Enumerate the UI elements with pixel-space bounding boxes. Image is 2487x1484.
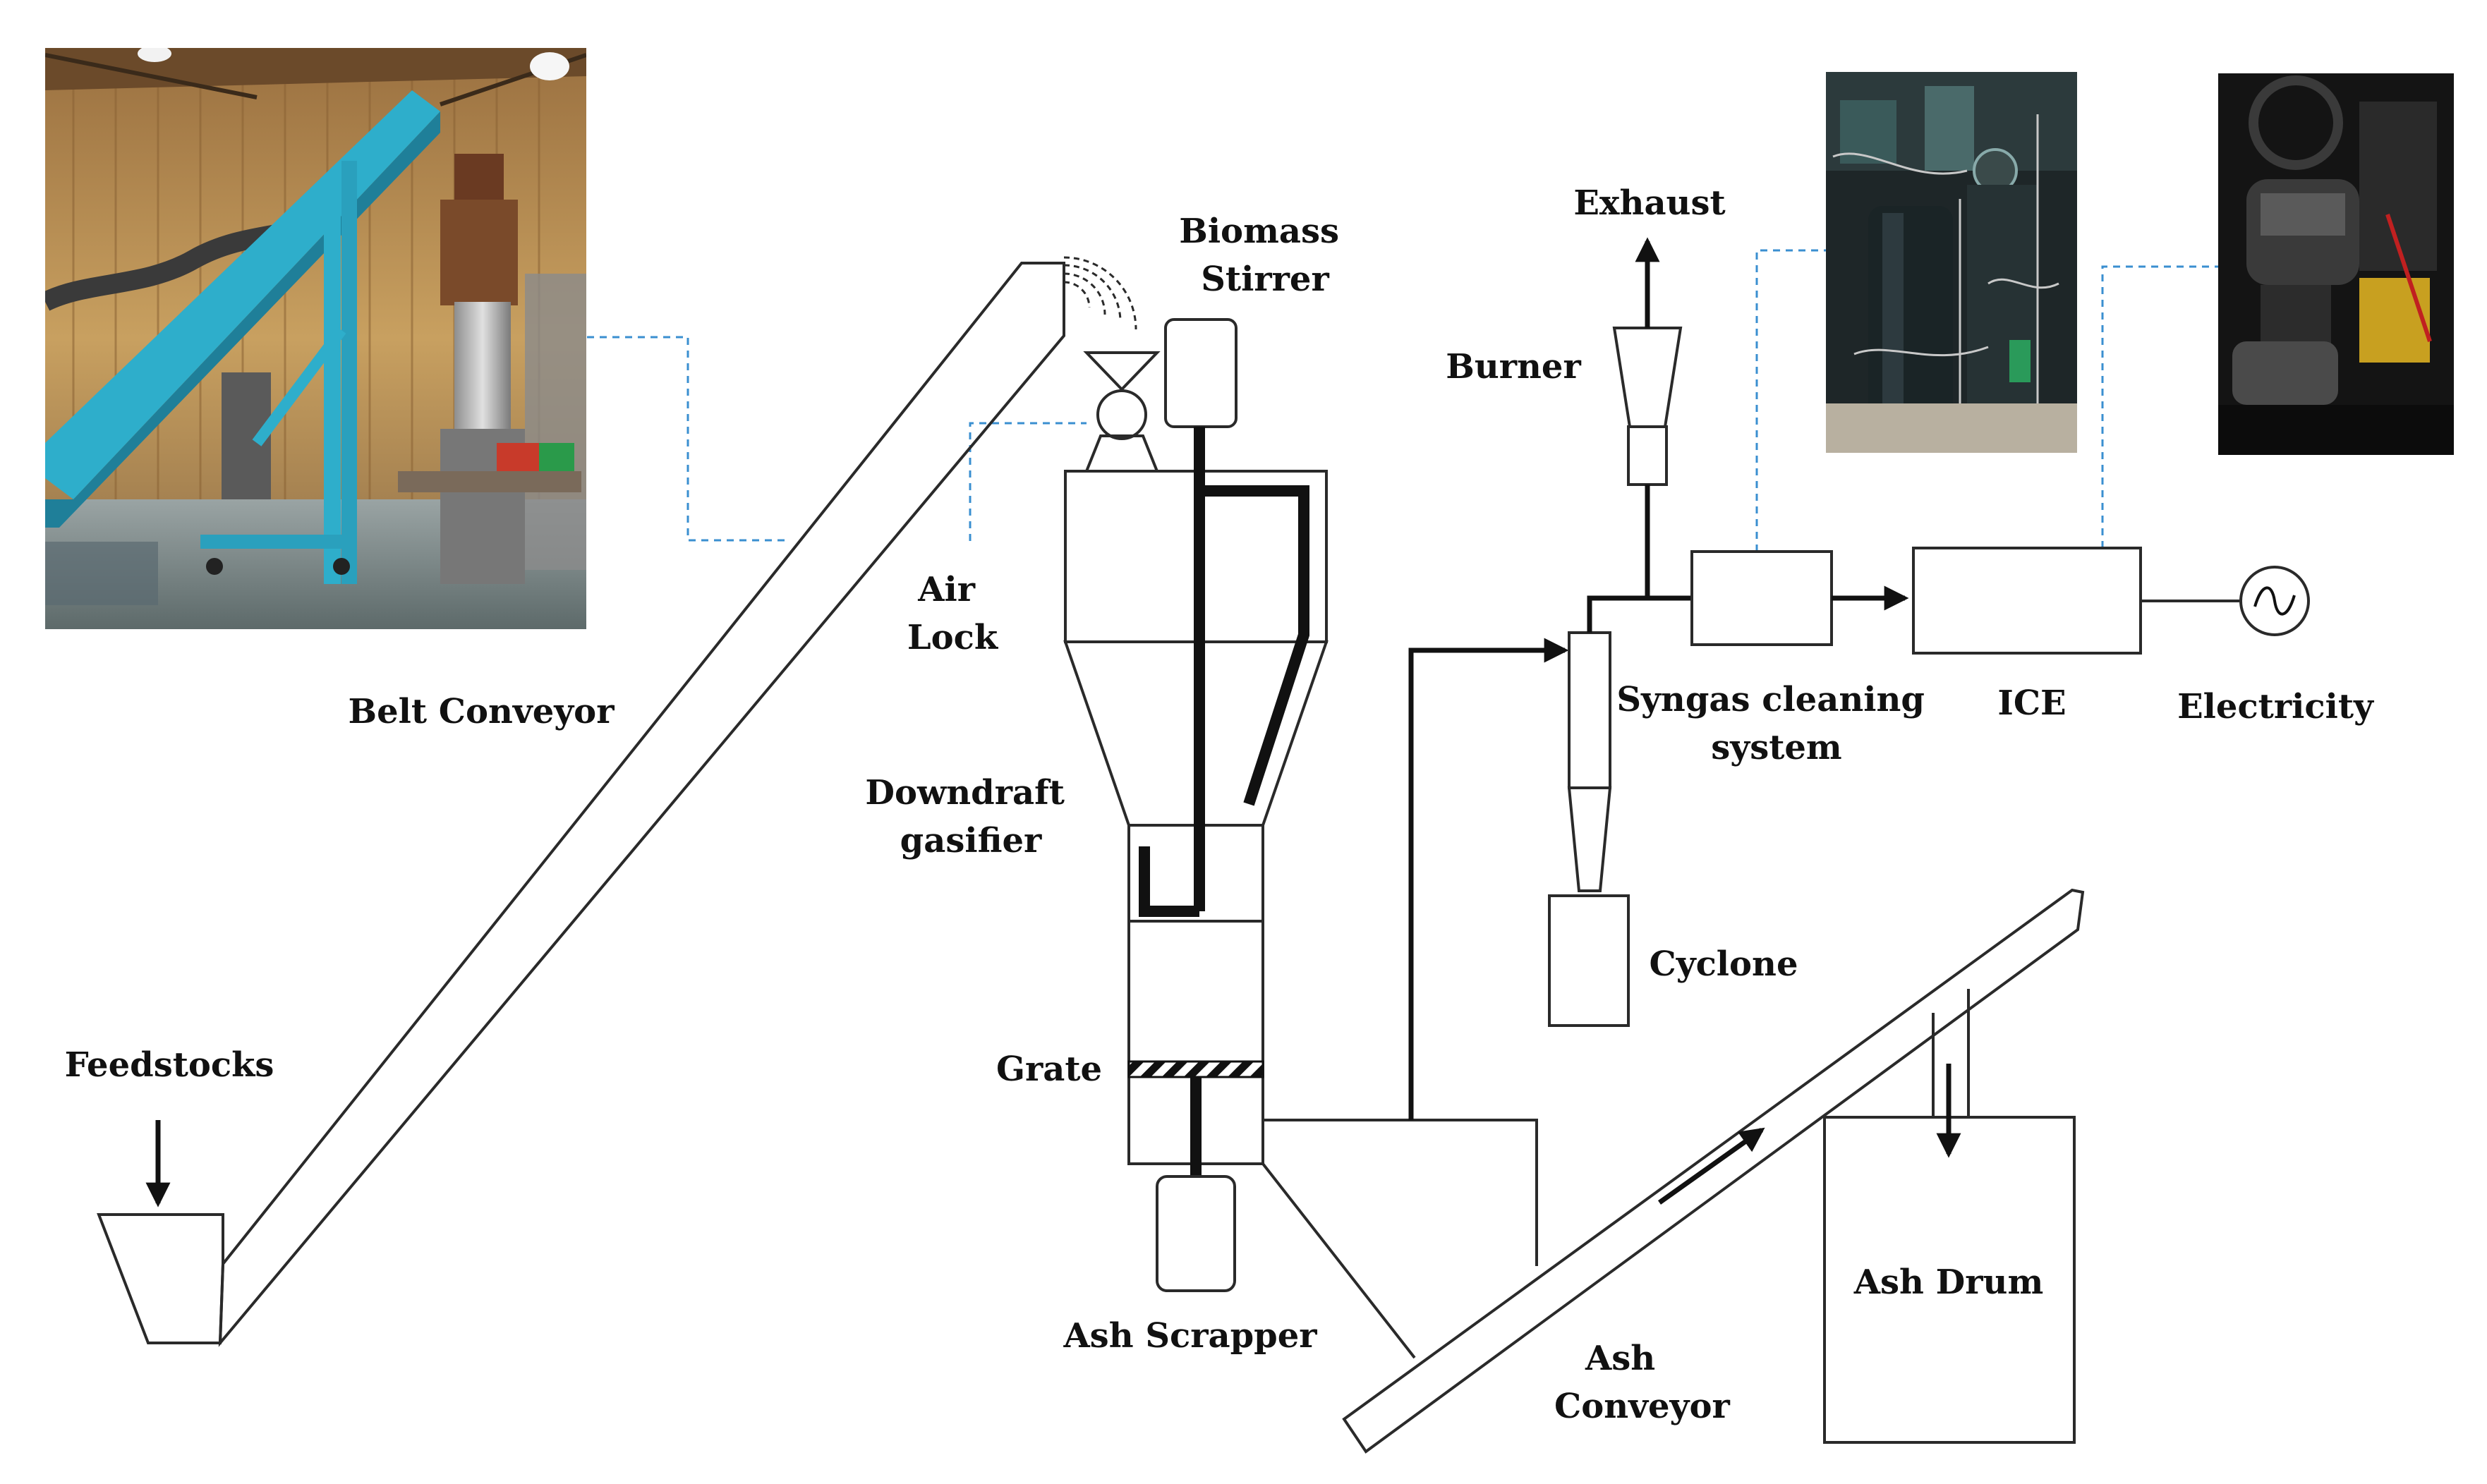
leader-ice-photo: [2101, 265, 2218, 548]
ice-photo: [2218, 73, 2454, 455]
syngas-cleaning-box: [1690, 550, 1833, 646]
label-biomass-stirrer: Biomass Stirrer: [1179, 212, 1350, 299]
label-burner: Burner: [1446, 347, 1581, 387]
label-grate: Grate: [996, 1050, 1102, 1089]
ash-scrapper-motor: [1156, 1175, 1236, 1292]
label-exhaust: Exhaust: [1573, 183, 1725, 223]
label-downdraft-gasifier: Downdraft gasifier: [865, 773, 1076, 860]
ash-conveyor-arrow: [1657, 1127, 1765, 1205]
label-ash-drum: Ash Drum: [1853, 1263, 2043, 1302]
label-electricity: Electricity: [2177, 687, 2375, 726]
belt-conveyor: [218, 262, 1065, 1347]
burner: [1612, 327, 1683, 486]
stirrer-motor: [1164, 318, 1238, 428]
air-lock-valve: [1083, 351, 1161, 473]
label-ice: ICE: [1997, 683, 2066, 723]
grate: [1127, 1060, 1264, 1078]
syngas-line: [1408, 638, 1569, 1120]
ice-box: [1912, 547, 2142, 655]
belt-conveyor-photo: [45, 48, 586, 629]
leader-syngas-photo: [1755, 249, 1826, 552]
ash-chute: [1261, 1162, 1416, 1359]
syngas-cleaning-photo: [1826, 72, 2077, 453]
label-syngas-cleaning: Syngas cleaning system: [1616, 680, 1936, 767]
label-air-lock: Air Lock: [907, 570, 999, 657]
label-cyclone: Cyclone: [1649, 944, 1798, 984]
gas-outlet-pipe: [1263, 1119, 1538, 1266]
feed-drop-arcs: [1063, 256, 1137, 330]
generator-icon: [2239, 566, 2310, 636]
label-ash-conveyor: Ash Conveyor: [1554, 1339, 1730, 1426]
label-feedstocks: Feedstocks: [65, 1045, 274, 1085]
feed-hopper: [97, 1213, 224, 1344]
label-belt-conveyor: Belt Conveyor: [349, 692, 615, 731]
cyclone-outlet-pipe: [1587, 595, 1692, 633]
ash-conveyor: [1342, 888, 2085, 1454]
leader-air-lock: [969, 422, 1087, 541]
leader-belt-photo: [587, 336, 790, 542]
stirrer-shaft: [1139, 427, 1309, 917]
label-ash-scrapper: Ash Scrapper: [1063, 1316, 1317, 1356]
